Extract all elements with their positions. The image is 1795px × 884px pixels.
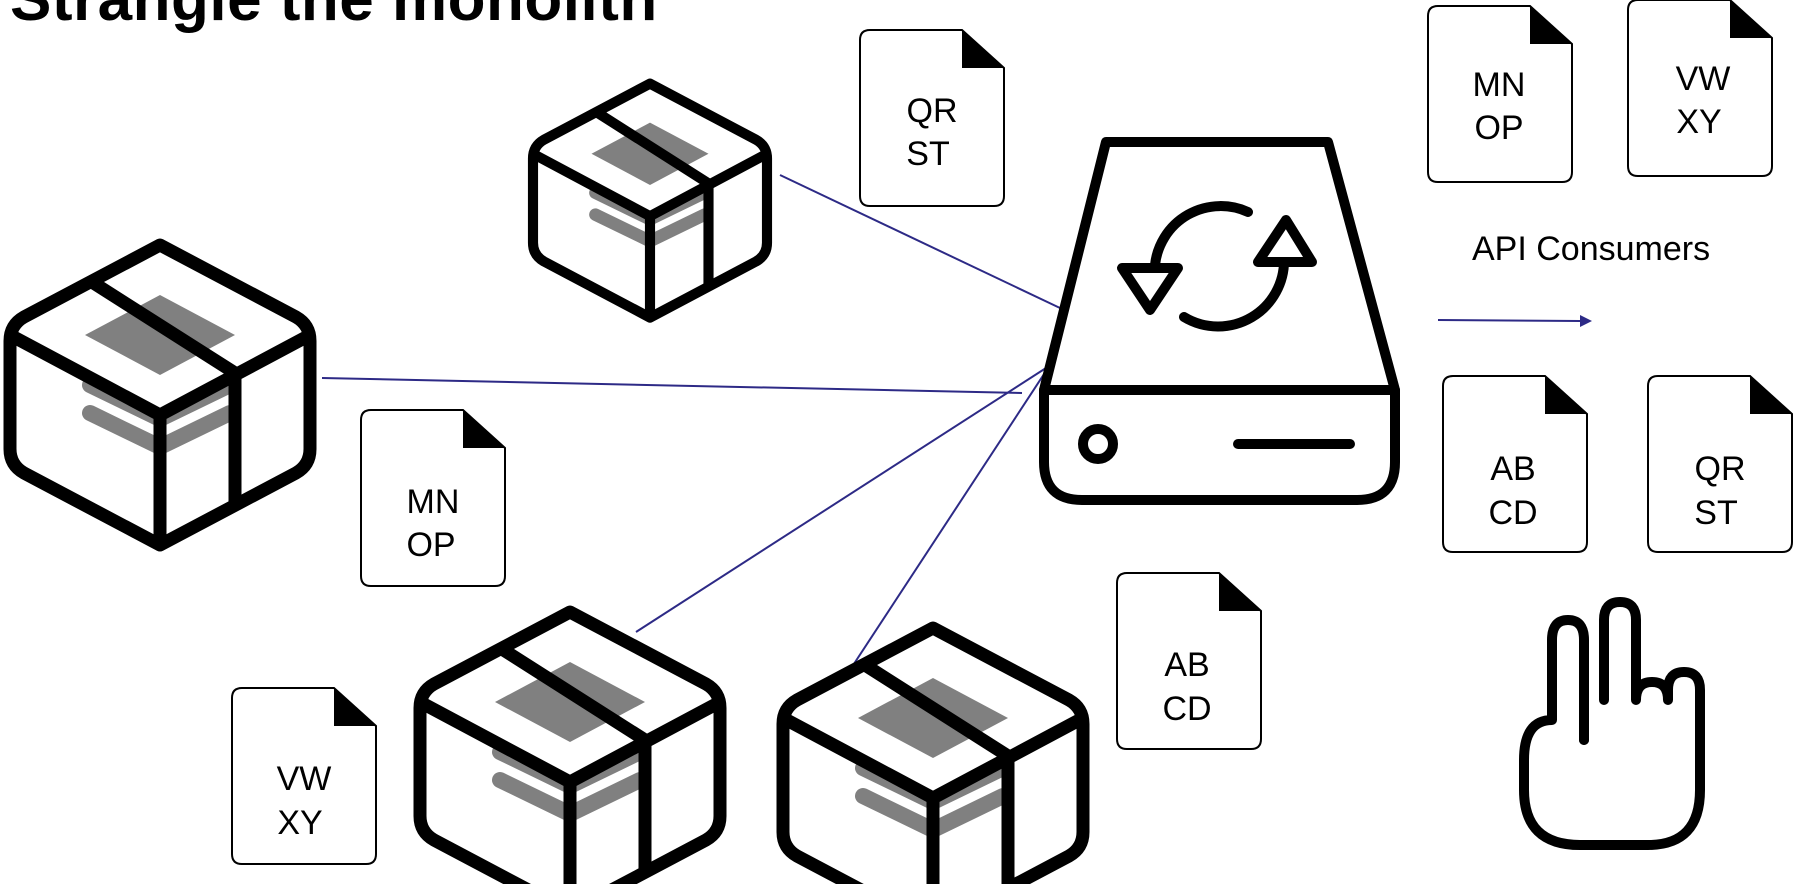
file-icon: QR ST [1647, 375, 1793, 553]
doc-label-line1: AB [1490, 450, 1535, 488]
connector-line [779, 174, 1061, 309]
hard-drive-sync-icon [1039, 137, 1400, 505]
file-icon: VW XY [1627, 0, 1773, 177]
doc-label-line1: QR [1695, 450, 1746, 488]
doc-label-line1: MN [407, 483, 460, 521]
file-icon: QR ST [859, 29, 1005, 207]
connector-line [321, 377, 1023, 394]
file-icon: AB CD [1442, 375, 1588, 553]
doc-label-line1: QR [907, 92, 958, 130]
file-icon: MN OP [1427, 5, 1573, 183]
arrow-head [1580, 315, 1592, 327]
connection-lines [321, 174, 1592, 677]
file-icon: MN OP [360, 409, 506, 587]
doc-label-line2: CD [1488, 494, 1537, 532]
connector-line [845, 367, 1049, 677]
doc-label-line2: ST [1694, 494, 1737, 532]
slide-title: Strangle the monolith [10, 0, 658, 35]
hand-icon [1519, 597, 1705, 850]
box-icon [533, 84, 767, 318]
file-icon: VW XY [231, 687, 377, 865]
doc-label-line2: OP [1474, 109, 1523, 147]
doc-label-line1: VW [1676, 60, 1731, 98]
doc-label-line2: ST [906, 135, 949, 173]
doc-label-line2: CD [1162, 690, 1211, 728]
doc-label-line2: OP [406, 526, 455, 564]
doc-label-line1: AB [1164, 646, 1209, 684]
box-icon [783, 628, 1083, 884]
box-icon [10, 245, 310, 545]
doc-label-line1: MN [1473, 66, 1526, 104]
doc-label-line1: VW [277, 760, 332, 798]
doc-label-line2: XY [277, 804, 322, 842]
file-icon: AB CD [1116, 572, 1262, 750]
arrow-line [1437, 319, 1581, 322]
connector-line [635, 367, 1047, 633]
consumers-label: API Consumers [1472, 230, 1710, 268]
doc-label-line2: XY [1676, 103, 1721, 141]
box-icon [420, 612, 720, 884]
